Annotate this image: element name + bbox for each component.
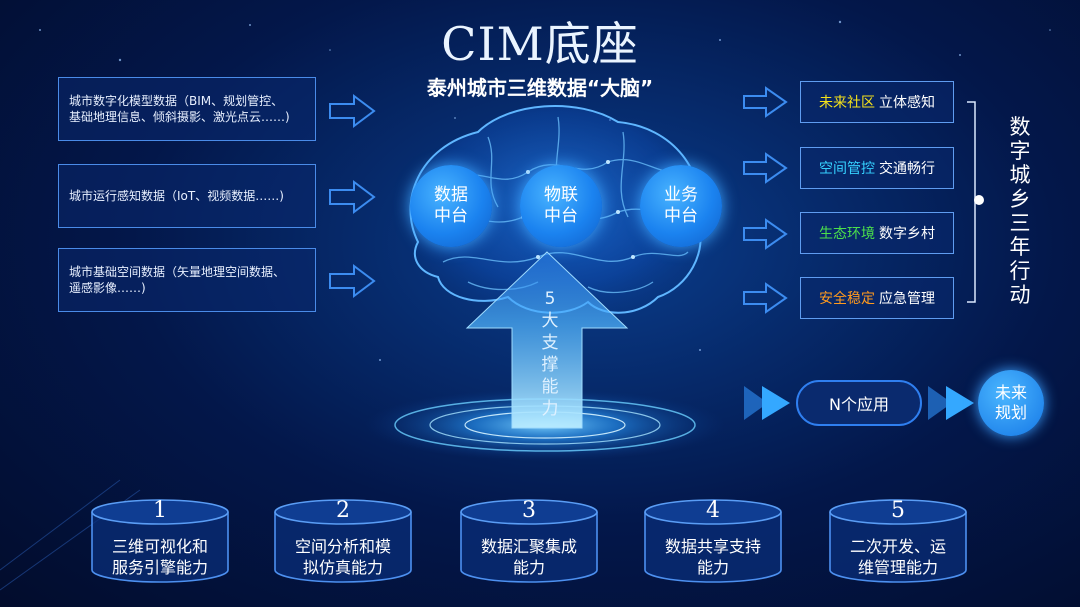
capability-cylinder-5: 5 二次开发、运 维管理能力 [828,498,968,584]
capability-label: 二次开发、运 维管理能力 [828,536,968,578]
capability-label: 数据汇聚集成 能力 [459,536,599,578]
hub-data-platform: 数据中台 [410,165,492,247]
capability-label: 数据共享支持 能力 [643,536,783,578]
capability-line: 服务引擎能力 [111,558,208,577]
vertical-char: 数 [1009,115,1031,139]
capability-number: 3 [522,498,536,523]
vertical-char: 行 [1009,259,1031,283]
vertical-char: 动 [1009,283,1031,307]
output-highlight: 未来社区 [819,95,875,111]
vertical-char: 乡 [1009,187,1031,211]
vertical-char: 城 [1009,163,1031,187]
hub-label: 物联 [544,185,578,205]
vertical-char: 年 [1009,235,1031,259]
capability-cylinder-4: 4 数据共享支持 能力 [643,498,783,584]
n-applications-node: N个应用 [796,380,922,426]
capability-number: 1 [153,498,167,523]
cylinder-shape [91,499,229,583]
input-box-spatial-data: 城市基础空间数据（矢量地理空间数据、 遥感影像……) [58,248,316,312]
arrow-right-icon [329,94,376,128]
capability-line: 维管理能力 [857,558,938,577]
chevron-right-icon [928,386,974,420]
cylinder-shape [829,499,967,583]
input-box-line: 遥感影像……) [69,281,146,295]
arrow-right-icon [743,86,788,118]
output-highlight: 空间管控 [819,161,875,177]
support-capabilities-label: 5 大 支 撑 能 力 [535,288,565,420]
capability-cylinder-1: 1 三维可视化和 服务引擎能力 [90,498,230,584]
cylinder-shape [460,499,598,583]
vertical-char: 字 [1009,139,1031,163]
capability-label: 三维可视化和 服务引擎能力 [90,536,230,578]
capability-line: 二次开发、运 [849,537,946,556]
cylinder-shape [274,499,412,583]
output-box-ecology: 生态环境 数字乡村 [800,212,954,254]
hub-label: 中台 [434,206,468,226]
future-label: 未来 [994,383,1027,402]
arrow-right-icon [329,180,376,214]
hub-label: 中台 [664,206,698,226]
support-char: 能 [541,377,559,397]
support-char: 大 [541,311,559,331]
vertical-char: 三 [1009,211,1031,235]
hub-label: 业务 [664,185,698,205]
output-text: 立体感知 [879,95,935,111]
bracket-connector [967,101,984,303]
future-planning-node: 未来规划 [978,370,1044,436]
capability-cylinder-2: 2 空间分析和模 拟仿真能力 [273,498,413,584]
support-char: 力 [541,399,559,419]
input-box-line: 城市数字化模型数据（BIM、规划管控、 [69,94,284,108]
capability-line: 三维可视化和 [111,537,208,556]
capability-label: 空间分析和模 拟仿真能力 [273,536,413,578]
capability-line: 能力 [512,558,545,577]
chevron-right-icon [744,386,790,420]
hub-iot-platform: 物联中台 [520,165,602,247]
capability-cylinder-3: 3 数据汇聚集成 能力 [459,498,599,584]
page-subtitle: 泰州城市三维数据“大脑” [426,76,654,100]
capability-line: 拟仿真能力 [302,558,383,577]
capability-line: 空间分析和模 [294,537,391,556]
three-year-action-title: 数 字 城 乡 三 年 行 动 [1003,115,1037,307]
capability-line: 数据共享支持 [664,537,761,556]
hub-label: 中台 [544,206,578,226]
output-text: 数字乡村 [879,226,935,242]
output-highlight: 安全稳定 [819,291,875,307]
cylinder-shape [644,499,782,583]
future-label: 规划 [994,403,1027,422]
arrow-right-icon [743,218,788,250]
hub-label: 数据 [434,185,468,205]
arrow-right-icon [743,152,788,184]
support-char: 5 [544,289,556,309]
output-box-spatial-control: 空间管控 交通畅行 [800,147,954,189]
support-char: 支 [541,333,559,353]
capability-line: 数据汇聚集成 [480,537,577,556]
input-box-line: 城市基础空间数据（矢量地理空间数据、 [69,265,286,279]
output-highlight: 生态环境 [819,226,875,242]
input-box-line: 基础地理信息、倾斜摄影、激光点云……) [69,110,290,124]
input-box-sensing-data: 城市运行感知数据（IoT、视频数据……) [58,164,316,228]
arrow-right-icon [743,282,788,314]
input-box-line: 城市运行感知数据（IoT、视频数据……) [69,189,284,203]
capability-number: 5 [891,498,905,523]
output-box-community: 未来社区 立体感知 [800,81,954,123]
support-char: 撑 [541,355,559,375]
output-box-safety: 安全稳定 应急管理 [800,277,954,319]
capability-number: 4 [706,498,720,523]
input-box-model-data: 城市数字化模型数据（BIM、规划管控、 基础地理信息、倾斜摄影、激光点云……) [58,77,316,141]
capability-number: 2 [336,498,350,523]
arrow-right-icon [329,264,376,298]
output-text: 交通畅行 [879,161,935,177]
output-text: 应急管理 [879,291,935,307]
page-title: CIM底座 [441,17,639,71]
arrow-up-icon [465,251,629,429]
capability-line: 能力 [696,558,729,577]
hub-business-platform: 业务中台 [640,165,722,247]
